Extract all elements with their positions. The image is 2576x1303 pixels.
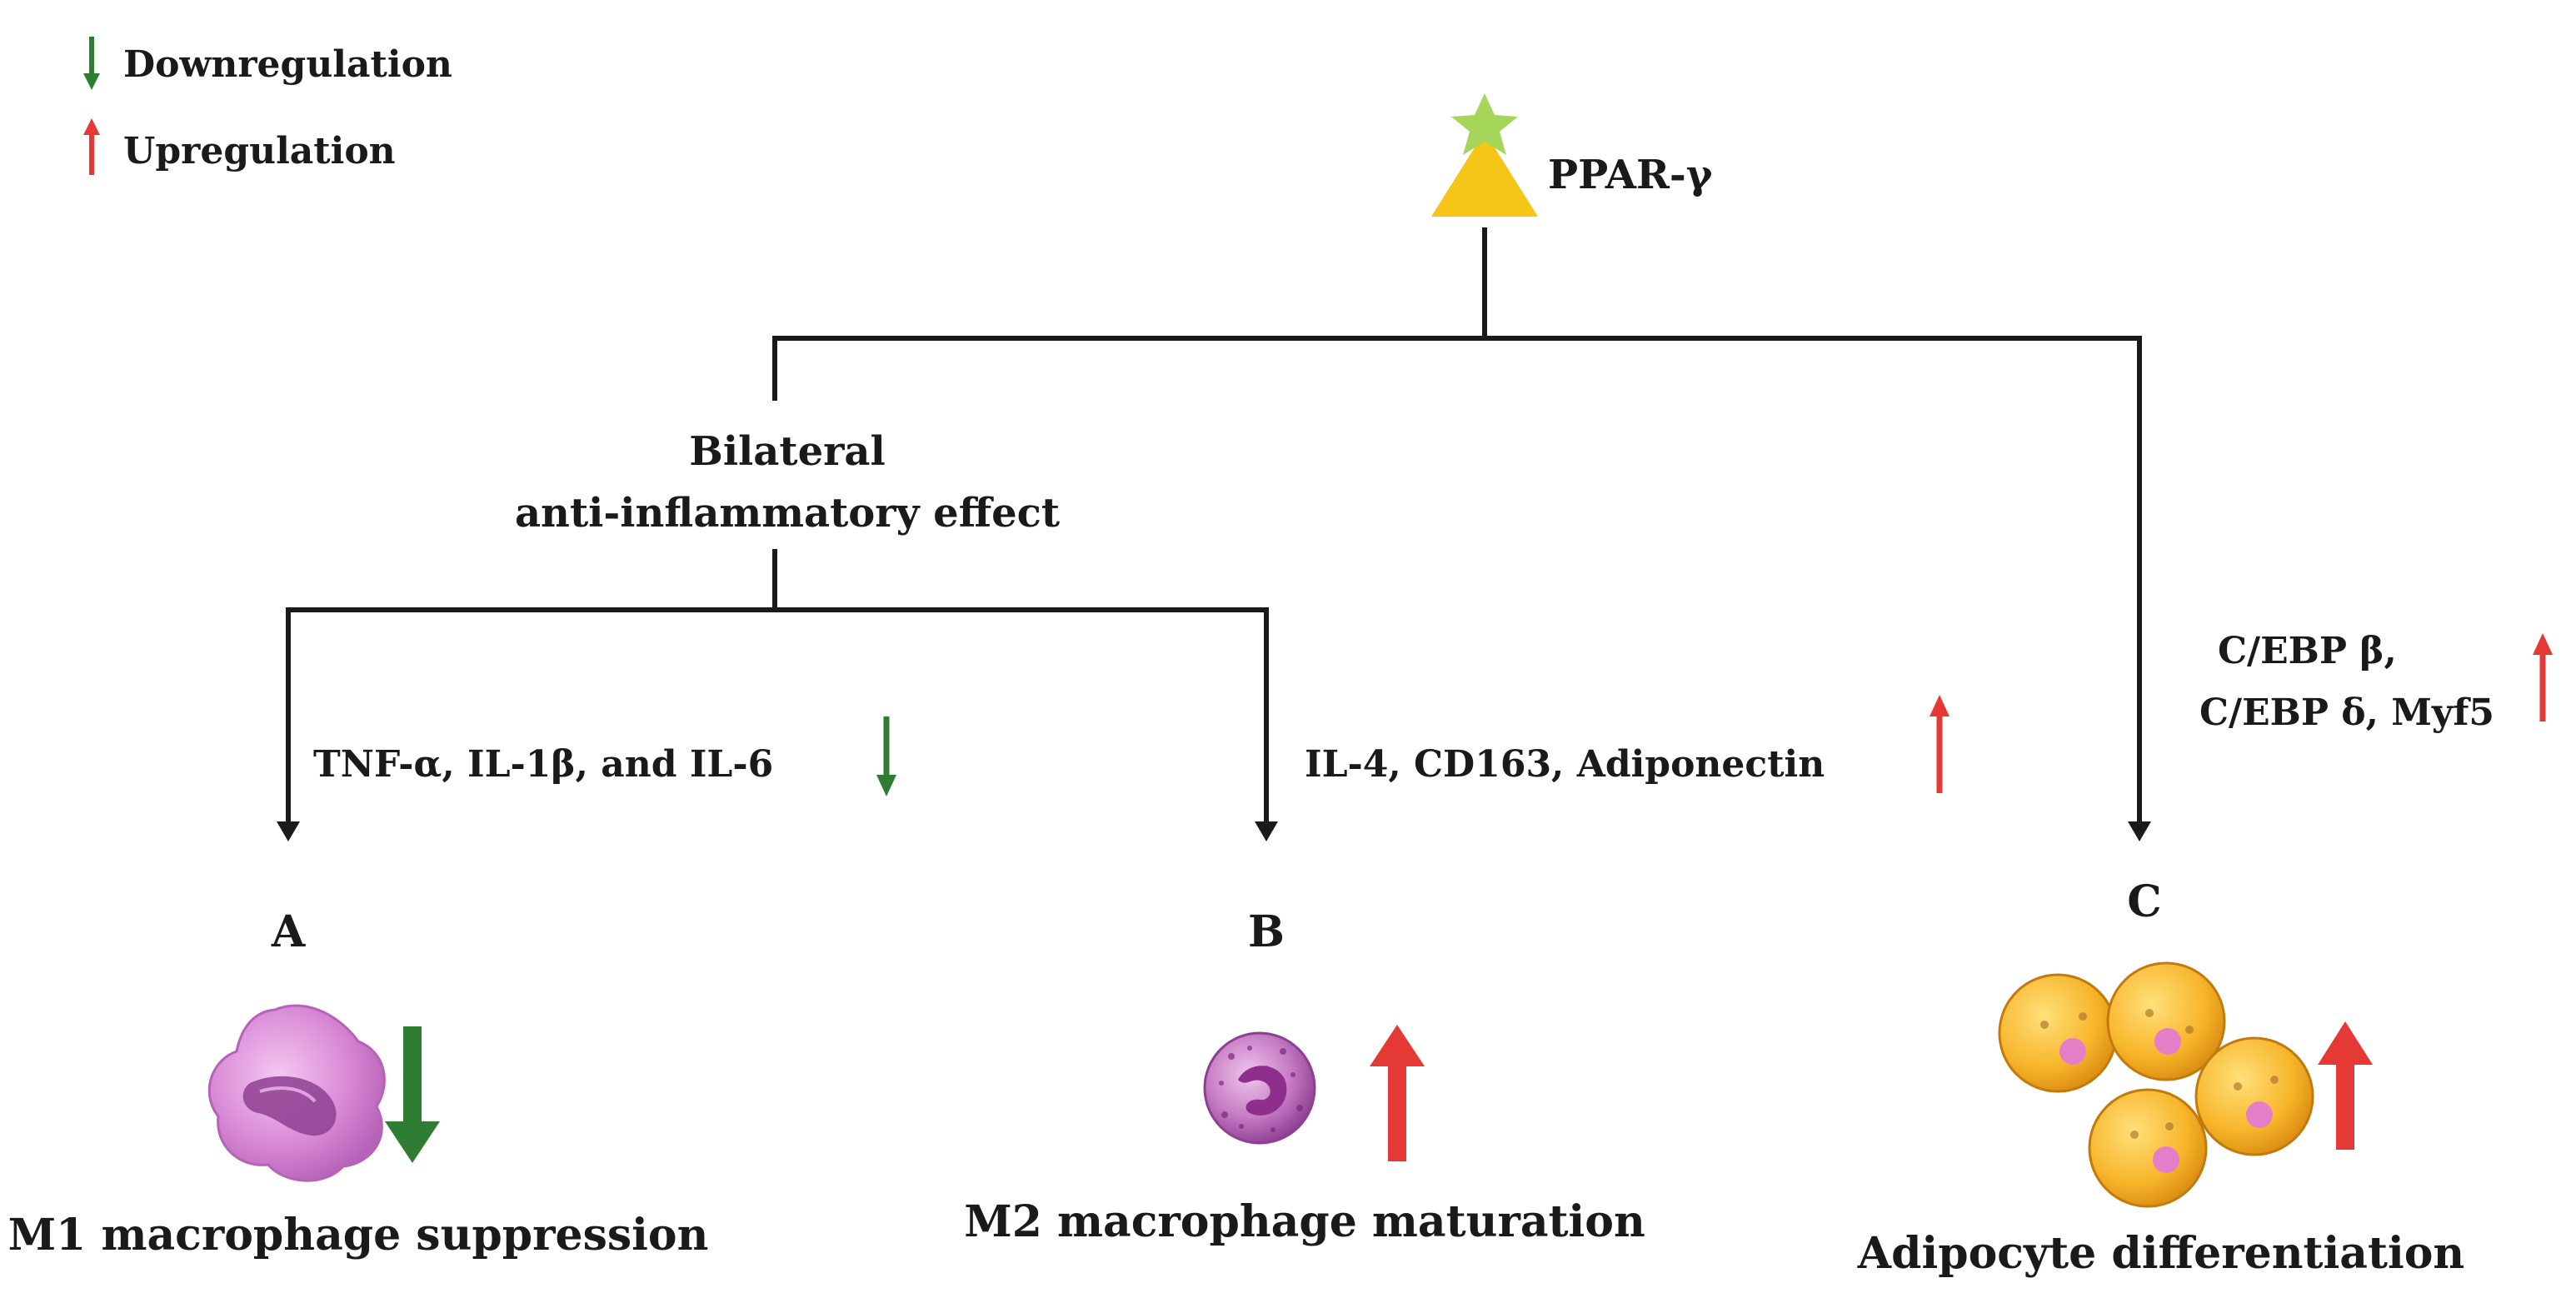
m2-up-arrow-icon [1370, 1025, 1425, 1161]
connector-lines [286, 227, 2142, 827]
panel-c: Adipocyte differentiation [1857, 961, 2464, 1279]
adipocyte-up-arrow-icon [2318, 1021, 2373, 1150]
edge-c-line2: C/EBP δ, Myf5 [2199, 691, 2494, 734]
legend: Downregulation Upregulation [83, 37, 452, 175]
ligand-star-icon [1451, 93, 1518, 155]
panel-a-letter: A [271, 906, 306, 957]
m2-macrophage-icon [1203, 1031, 1316, 1145]
legend-up-label: Upregulation [123, 130, 396, 172]
panel-a-caption: M1 macrophage suppression [8, 1210, 709, 1261]
branch-label-line1: Bilateral [689, 428, 885, 475]
edge-a: TNF-α, IL-1β, and IL-6 [313, 716, 896, 796]
ppar-gamma-label: PPAR-γ [1548, 152, 1713, 198]
legend-up-arrow-icon [83, 118, 100, 175]
edge-b-up-arrow-icon [1930, 695, 1949, 793]
panel-c-letter: C [2127, 876, 2161, 927]
panel-b: M2 macrophage maturation [964, 1025, 1645, 1247]
legend-down-arrow-icon [83, 37, 100, 90]
adipocyte-cluster-icon [1998, 961, 2314, 1208]
adipocyte-cell-icon [2194, 1036, 2314, 1156]
edge-c-up-arrow-icon [2533, 633, 2553, 721]
ppar-triangle-icon [1431, 93, 1538, 217]
edge-a-text: TNF-α, IL-1β, and IL-6 [313, 743, 773, 786]
panel-b-caption: M2 macrophage maturation [964, 1196, 1645, 1247]
connector-arrowheads [277, 821, 2151, 841]
legend-down-label: Downregulation [123, 43, 452, 86]
panel-c-caption: Adipocyte differentiation [1857, 1228, 2464, 1279]
arrowhead-b-icon [1255, 821, 1278, 841]
ppar-gamma-node: PPAR-γ [1431, 93, 1713, 217]
edge-b-text: IL-4, CD163, Adiponectin [1305, 743, 1825, 786]
arrowhead-a-icon [277, 821, 300, 841]
edge-b: IL-4, CD163, Adiponectin [1305, 695, 1949, 793]
adipocyte-cell-icon [2106, 961, 2226, 1081]
edge-a-down-arrow-icon [876, 716, 896, 796]
m1-down-arrow-icon [385, 1026, 440, 1163]
edge-c-line1: C/EBP β, [2218, 630, 2397, 672]
branch-label-line2: anti-inflammatory effect [515, 490, 1060, 537]
arrowhead-c-icon [2128, 821, 2151, 841]
panel-b-letter: B [1248, 906, 1285, 957]
panel-a: M1 macrophage suppression [8, 1004, 709, 1261]
adipocyte-cell-icon [2088, 1088, 2208, 1208]
adipocyte-cell-icon [1998, 973, 2118, 1093]
edge-c: C/EBP β, C/EBP δ, Myf5 [2199, 630, 2553, 734]
m1-macrophage-icon [207, 1004, 386, 1182]
